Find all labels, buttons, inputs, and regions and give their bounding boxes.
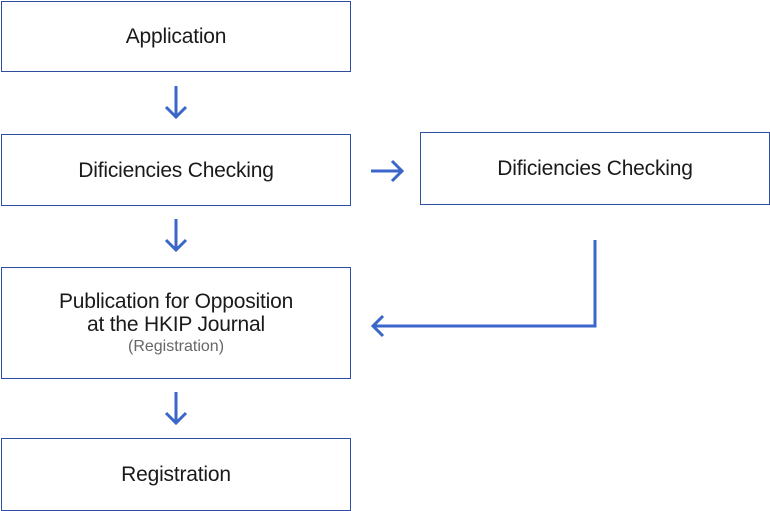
node-application: Application — [1, 1, 351, 72]
node-publication-sublabel: (Registration) — [127, 338, 225, 355]
arrow-publication-to-registration — [164, 392, 188, 426]
arrow-deficiencies-right-to-publication — [370, 240, 597, 338]
node-application-label: Application — [125, 25, 227, 48]
node-deficiencies-checking-right-label: Dificiencies Checking — [497, 157, 693, 180]
node-deficiencies-checking-right: Dificiencies Checking — [420, 132, 770, 205]
node-deficiencies-checking-left: Dificiencies Checking — [1, 134, 351, 206]
node-registration: Registration — [1, 438, 351, 511]
arrow-deficiencies-to-deficiencies-right — [371, 159, 405, 183]
node-publication-for-opposition: Publication for Opposition at the HKIP J… — [1, 267, 351, 379]
arrow-deficiencies-to-publication — [164, 219, 188, 253]
node-deficiencies-checking-left-label: Dificiencies Checking — [78, 158, 274, 182]
node-publication-label-line2: at the HKIP Journal — [87, 313, 265, 336]
arrow-application-to-deficiencies — [164, 86, 188, 120]
node-publication-label-line1: Publication for Opposition — [58, 290, 294, 313]
node-registration-label: Registration — [121, 463, 231, 486]
